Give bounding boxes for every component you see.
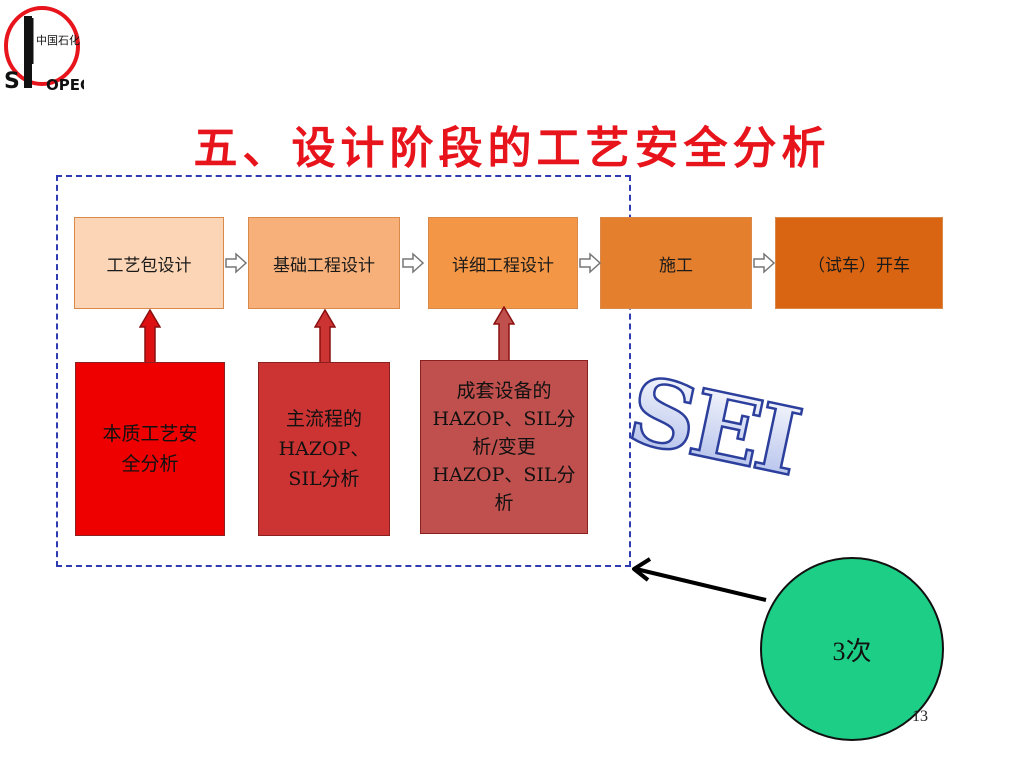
step-detailed-engineering: 详细工程设计 bbox=[428, 217, 578, 309]
analysis-3-line-2: HAZOP、SIL分 bbox=[432, 408, 576, 430]
up-arrow-1-icon bbox=[139, 309, 161, 367]
flow-arrow-4-icon bbox=[753, 252, 775, 274]
analysis-inherent-safety: 本质工艺安 全分析 bbox=[75, 362, 225, 536]
analysis-2-line-1: 主流程的 bbox=[285, 408, 362, 430]
sinopec-logo: 中国石化 S OPEC bbox=[4, 6, 84, 94]
analysis-2-line-2: HAZOP、 bbox=[278, 438, 370, 460]
sei-wordart: SEI bbox=[624, 354, 804, 497]
review-count-label: 3次 bbox=[832, 636, 872, 666]
step-basic-engineering: 基础工程设计 bbox=[248, 217, 400, 309]
flow-arrow-3-icon bbox=[579, 252, 601, 274]
page-number: 13 bbox=[912, 708, 928, 725]
analysis-2-line-3: SIL分析 bbox=[288, 468, 360, 490]
design-phase-box bbox=[56, 175, 631, 567]
callout-pointer-arrow-icon bbox=[632, 557, 767, 602]
analysis-main-flow-hazop: 主流程的 HAZOP、 SIL分析 bbox=[258, 362, 390, 536]
slide-title: 五、设计阶段的工艺安全分析 bbox=[193, 123, 831, 174]
up-arrow-2-icon bbox=[314, 309, 336, 367]
svg-text:S: S bbox=[4, 69, 20, 94]
analysis-package-equipment-hazop: 成套设备的 HAZOP、SIL分 析/变更 HAZOP、SIL分 析 bbox=[420, 360, 588, 534]
svg-text:OPEC: OPEC bbox=[46, 76, 84, 94]
step-construction: 施工 bbox=[600, 217, 752, 309]
step-process-package: 工艺包设计 bbox=[74, 217, 224, 309]
flow-arrow-2-icon bbox=[402, 252, 424, 274]
sei-text: SEI bbox=[624, 356, 804, 496]
analysis-3-line-1: 成套设备的 bbox=[456, 380, 552, 402]
step-commissioning: （试车）开车 bbox=[775, 217, 943, 309]
analysis-1-line-2: 全分析 bbox=[121, 453, 179, 475]
analysis-3-line-4: HAZOP、SIL分 bbox=[432, 464, 576, 486]
analysis-3-line-5: 析 bbox=[494, 492, 514, 514]
up-arrow-3-icon bbox=[493, 306, 515, 364]
analysis-3-line-3: 析/变更 bbox=[472, 436, 536, 458]
svg-text:中国石化: 中国石化 bbox=[36, 33, 80, 47]
analysis-1-line-1: 本质工艺安 bbox=[102, 423, 198, 445]
review-count-circle: 3次 bbox=[760, 557, 944, 741]
flow-arrow-1-icon bbox=[225, 252, 247, 274]
